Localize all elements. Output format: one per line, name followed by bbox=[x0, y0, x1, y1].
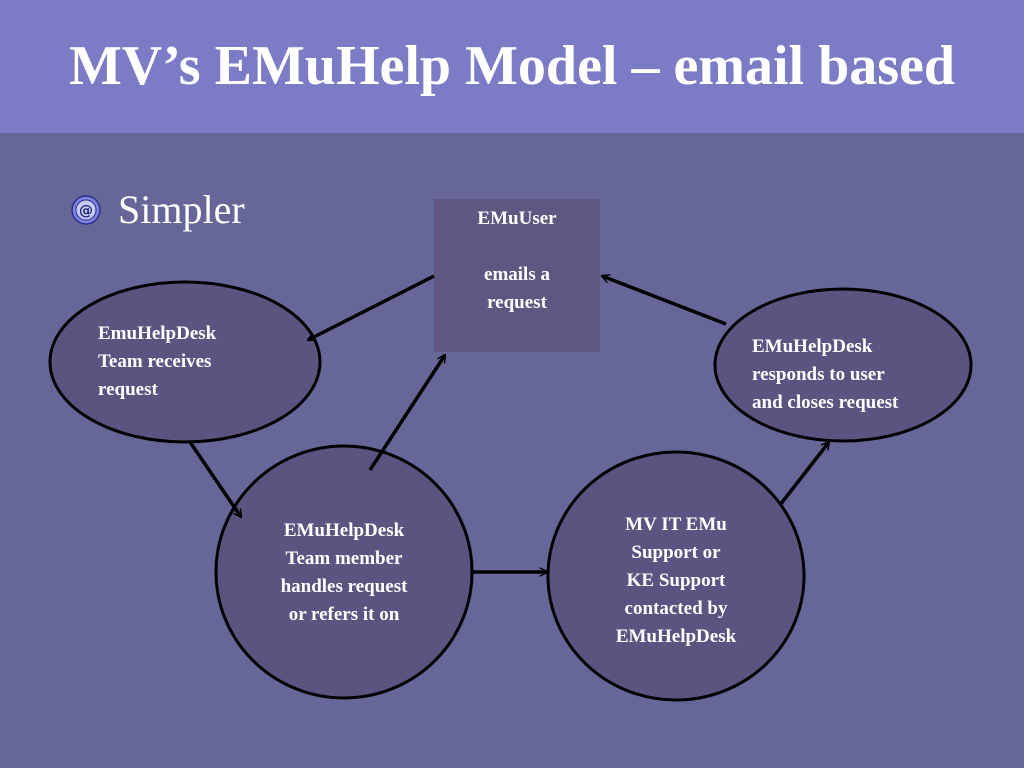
arrow-responds-to-user bbox=[602, 276, 727, 326]
svg-text:@: @ bbox=[79, 203, 93, 219]
arrow-support-to-responds bbox=[778, 442, 831, 507]
slide-title: MV’s EMuHelp Model – email based bbox=[68, 35, 956, 97]
emu-user-text: EMuUser emails a request bbox=[477, 208, 557, 313]
arrow-user-to-receives bbox=[308, 274, 435, 342]
it-support-text: MV IT EMu Support or KE Support contacte… bbox=[615, 514, 737, 647]
arrow-member-to-user bbox=[368, 355, 447, 471]
arrow-receives-to-member bbox=[188, 441, 243, 517]
team-member-text: EMuHelpDesk Team member handles request … bbox=[280, 520, 408, 625]
title-band bbox=[0, 0, 1024, 133]
helpdesk-receives-node bbox=[48, 280, 322, 444]
helpdesk-receives-text: EmuHelpDesk Team receives request bbox=[98, 323, 217, 400]
helpdesk-responds-text: EMuHelpDesk responds to user and closes … bbox=[752, 336, 899, 413]
helpdesk-responds-node bbox=[713, 287, 973, 443]
bullet-text: Simpler bbox=[118, 187, 245, 232]
at-sign-bullet-icon: @ bbox=[71, 195, 101, 225]
emu-user-box bbox=[434, 199, 600, 352]
